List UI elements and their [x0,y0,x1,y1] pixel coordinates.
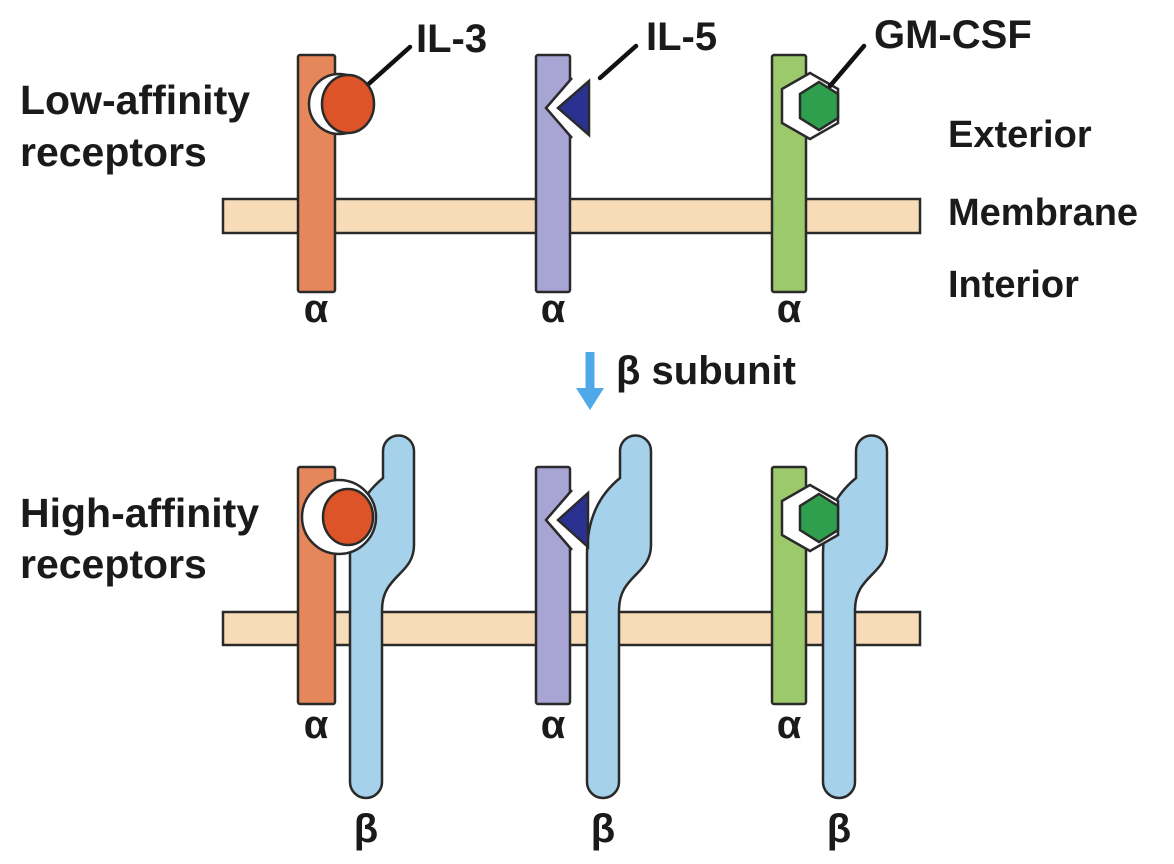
beta-subunit-transition: β subunit [576,349,796,410]
il5-ligand-high [556,490,590,550]
interior-label: Interior [948,264,1079,306]
il3-ligand-low [320,73,376,135]
low-affinity-label-line2: receptors [20,129,207,175]
beta-subunit-arrow-label: β subunit [616,349,796,393]
il5-beta-letter: β [591,807,615,851]
exterior-label: Exterior [948,114,1092,156]
gmcsf-ligand-high [798,492,840,544]
il5-alpha-letter-high: α [541,703,566,747]
gmcsf-low-receptor: GM-CSF α [770,13,1032,331]
il3-low-receptor: IL-3 α [296,17,487,331]
il3-label: IL-3 [416,17,487,61]
low-affinity-label-line1: Low-affinity [20,77,250,123]
down-arrow-head [576,388,604,410]
il5-low-receptor: IL-5 α [534,15,717,331]
il3-beta-letter: β [354,807,378,851]
il5-pointer-line [597,43,639,81]
il3-high-receptor: α β [296,434,416,851]
high-affinity-label-line1: High-affinity [20,490,259,536]
high-affinity-label-line2: receptors [20,541,207,587]
gmcsf-ligand-low [798,80,840,132]
gmcsf-beta-letter: β [827,807,851,851]
gmcsf-high-receptor: α β [770,434,889,851]
gmcsf-alpha-letter-low: α [777,287,802,331]
il5-label: IL-5 [646,15,717,59]
il5-alpha-letter-low: α [541,287,566,331]
il5-high-receptor: α β [534,434,653,851]
il3-ligand-high [321,487,375,547]
gmcsf-alpha-letter-high: α [777,703,802,747]
il5-beta-subunit [585,434,653,800]
il5-ligand-low [556,78,591,138]
membrane-label: Membrane [948,192,1138,234]
il3-alpha-letter-low: α [304,287,329,331]
il3-alpha-letter-high: α [304,703,329,747]
gmcsf-pointer-line [827,43,867,89]
gmcsf-label: GM-CSF [874,13,1032,57]
il3-pointer-line [360,44,413,92]
